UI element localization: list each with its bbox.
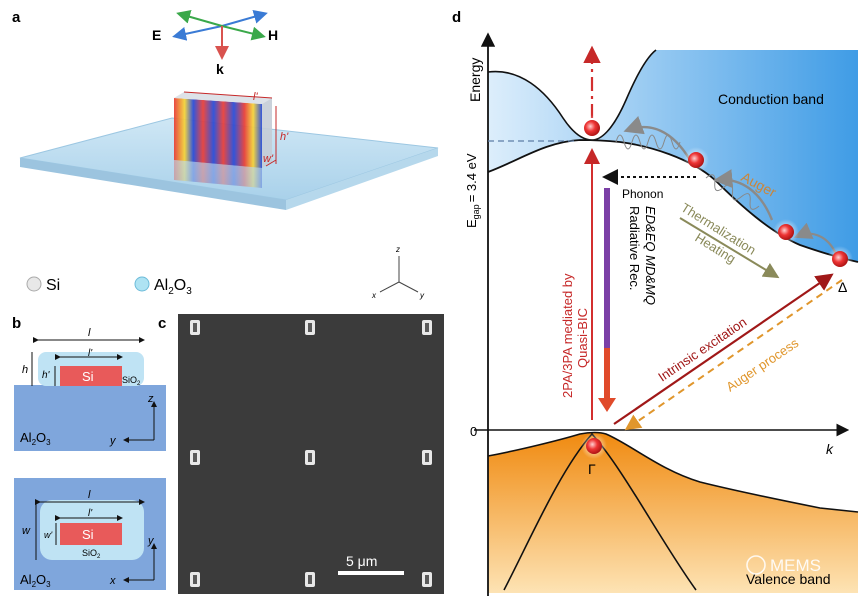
si-nanostructure: l' h' w'	[174, 91, 289, 188]
carrier-hot-2	[778, 224, 794, 240]
valence-band-label: Valence band	[746, 571, 831, 587]
delta-point-label: Δ	[838, 279, 847, 295]
sem-pillar	[190, 320, 200, 335]
radiative-arrow-head	[598, 398, 616, 412]
dim-l-prime: l'	[253, 91, 258, 103]
carrier-delta	[832, 251, 848, 267]
dim-h-prime: h'	[280, 131, 289, 143]
svg-text:Al2O3: Al2O3	[20, 430, 51, 447]
scale-bar-label: 5 μm	[346, 553, 377, 569]
intrinsic-excitation-arrow	[613, 273, 834, 425]
panel-c-label: c	[158, 315, 166, 332]
energy-axis-label: Energy	[467, 58, 483, 102]
svg-text:w': w'	[44, 530, 52, 540]
h-field-arrow	[176, 10, 223, 27]
svg-text:y: y	[147, 535, 155, 547]
svg-text:w: w	[22, 525, 31, 537]
panel-d-label: d	[452, 9, 461, 26]
carrier-gamma-cb	[584, 120, 600, 136]
thermalization-arrow	[679, 217, 780, 279]
carrier-hot-1	[688, 152, 704, 168]
radiative-bar-red	[604, 348, 610, 400]
panel-c: c 5 μm	[158, 314, 444, 594]
carrier-gamma-vb	[586, 438, 602, 454]
sem-pillar	[305, 320, 315, 335]
sem-pillar-array	[190, 320, 432, 587]
sem-pillar	[305, 572, 315, 587]
sem-pillar	[422, 450, 432, 465]
h-field-label: H	[268, 27, 278, 43]
svg-text:Si: Si	[82, 369, 94, 384]
svg-text:Al2O3: Al2O3	[20, 572, 51, 589]
valence-band-edge	[487, 431, 859, 513]
watermark: MEMS	[746, 555, 821, 575]
sem-pillar	[422, 320, 432, 335]
valence-band-region	[488, 432, 858, 593]
panel-b-label: b	[12, 315, 21, 332]
tpa-label-1: 2PA/3PA mediated by	[560, 273, 575, 398]
svg-text:SiO2: SiO2	[122, 375, 141, 387]
al2o3-legend-icon	[134, 276, 150, 292]
svg-text:z: z	[147, 393, 154, 405]
conduction-band-edge	[487, 139, 859, 263]
svg-text:l: l	[88, 327, 91, 339]
svg-text:y: y	[419, 291, 425, 300]
svg-text:Si: Si	[82, 527, 94, 542]
watermark-text: MEMS	[770, 556, 821, 575]
panel-a-label: a	[12, 9, 21, 26]
cross-section-yz: l l' h h' Si SiO2 Al2O3 z y	[14, 327, 166, 451]
panel-d: d 0 k Energy Egap= 3.4 eV Conduction ban…	[452, 9, 859, 596]
e-field-label: E	[152, 27, 161, 43]
k-vector-label: k	[216, 61, 224, 77]
si-legend-icon	[26, 276, 42, 292]
wechat-icon	[746, 555, 766, 575]
si-legend-label: Si	[46, 277, 60, 294]
h-field-arrow-2	[221, 25, 266, 41]
zero-label: 0	[470, 424, 477, 439]
relaxation-arrow-1	[623, 116, 692, 161]
svg-text:h: h	[22, 364, 28, 376]
phonon-label: Phonon	[622, 187, 663, 201]
svg-text:h': h'	[42, 370, 51, 381]
al2o3-legend-label: Al2O3	[154, 277, 192, 297]
sem-pillar	[190, 450, 200, 465]
radiative-label-2: ED&EQ MD&MQ	[643, 206, 658, 305]
svg-text:x: x	[109, 575, 116, 587]
panel-b: b l l' h h' Si SiO2 Al2O3 z y	[12, 315, 166, 590]
auger-process-label: Auger process	[723, 335, 801, 395]
svg-text:y: y	[109, 435, 117, 447]
field-vectors: E H k	[152, 10, 278, 77]
conduction-band-label: Conduction band	[718, 91, 824, 107]
e-field-arrow	[172, 25, 223, 41]
k-axis-label: k	[826, 441, 834, 457]
gamma-point-label: Γ	[588, 461, 596, 477]
auger-process-arrow	[624, 279, 843, 431]
radiative-label-1: Radiative Rec.	[627, 206, 642, 291]
egap-label: Egap= 3.4 eV	[464, 153, 481, 228]
coordinate-triad: z x y	[371, 245, 425, 300]
svg-text:x: x	[371, 291, 377, 300]
e-field-arrow-2	[221, 10, 268, 27]
svg-text:l': l'	[88, 508, 93, 519]
sem-pillar	[190, 572, 200, 587]
tpa-label-2: Quasi-BIC	[575, 308, 590, 368]
carrier-particles	[579, 115, 853, 459]
svg-text:z: z	[395, 245, 400, 254]
panel-a: a E H k l' h' w'	[12, 9, 439, 300]
sem-pillar	[305, 450, 315, 465]
material-legend: Si Al2O3	[26, 276, 192, 297]
sem-pillar	[422, 572, 432, 587]
relaxation-arrow-2	[713, 169, 774, 221]
radiative-bar-purple	[604, 188, 610, 348]
svg-text:l: l	[88, 489, 91, 501]
svg-text:SiO2: SiO2	[82, 548, 101, 560]
cross-section-xy: l l' w w' Si SiO2 Al2O3 y x	[14, 478, 166, 590]
svg-text:l': l'	[88, 348, 93, 359]
dim-w-prime: w'	[263, 153, 274, 165]
